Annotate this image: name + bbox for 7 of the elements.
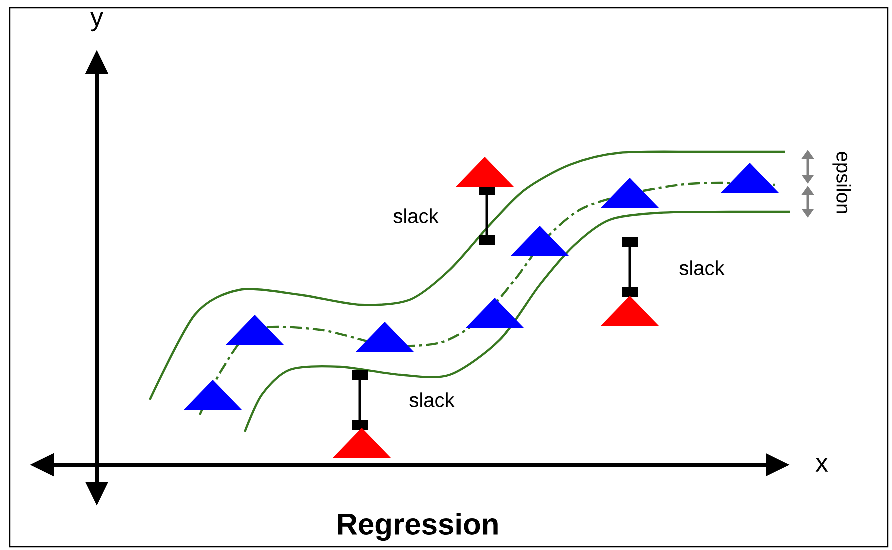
slack-label: slack: [394, 208, 439, 224]
caption: Regression: [338, 512, 498, 542]
axis-label: y: [90, 12, 104, 32]
slack-label: slack: [680, 260, 725, 276]
axis-label: x: [816, 458, 828, 472]
slack-label: slack: [410, 392, 455, 408]
epsilon-label: epsilon: [832, 152, 852, 214]
